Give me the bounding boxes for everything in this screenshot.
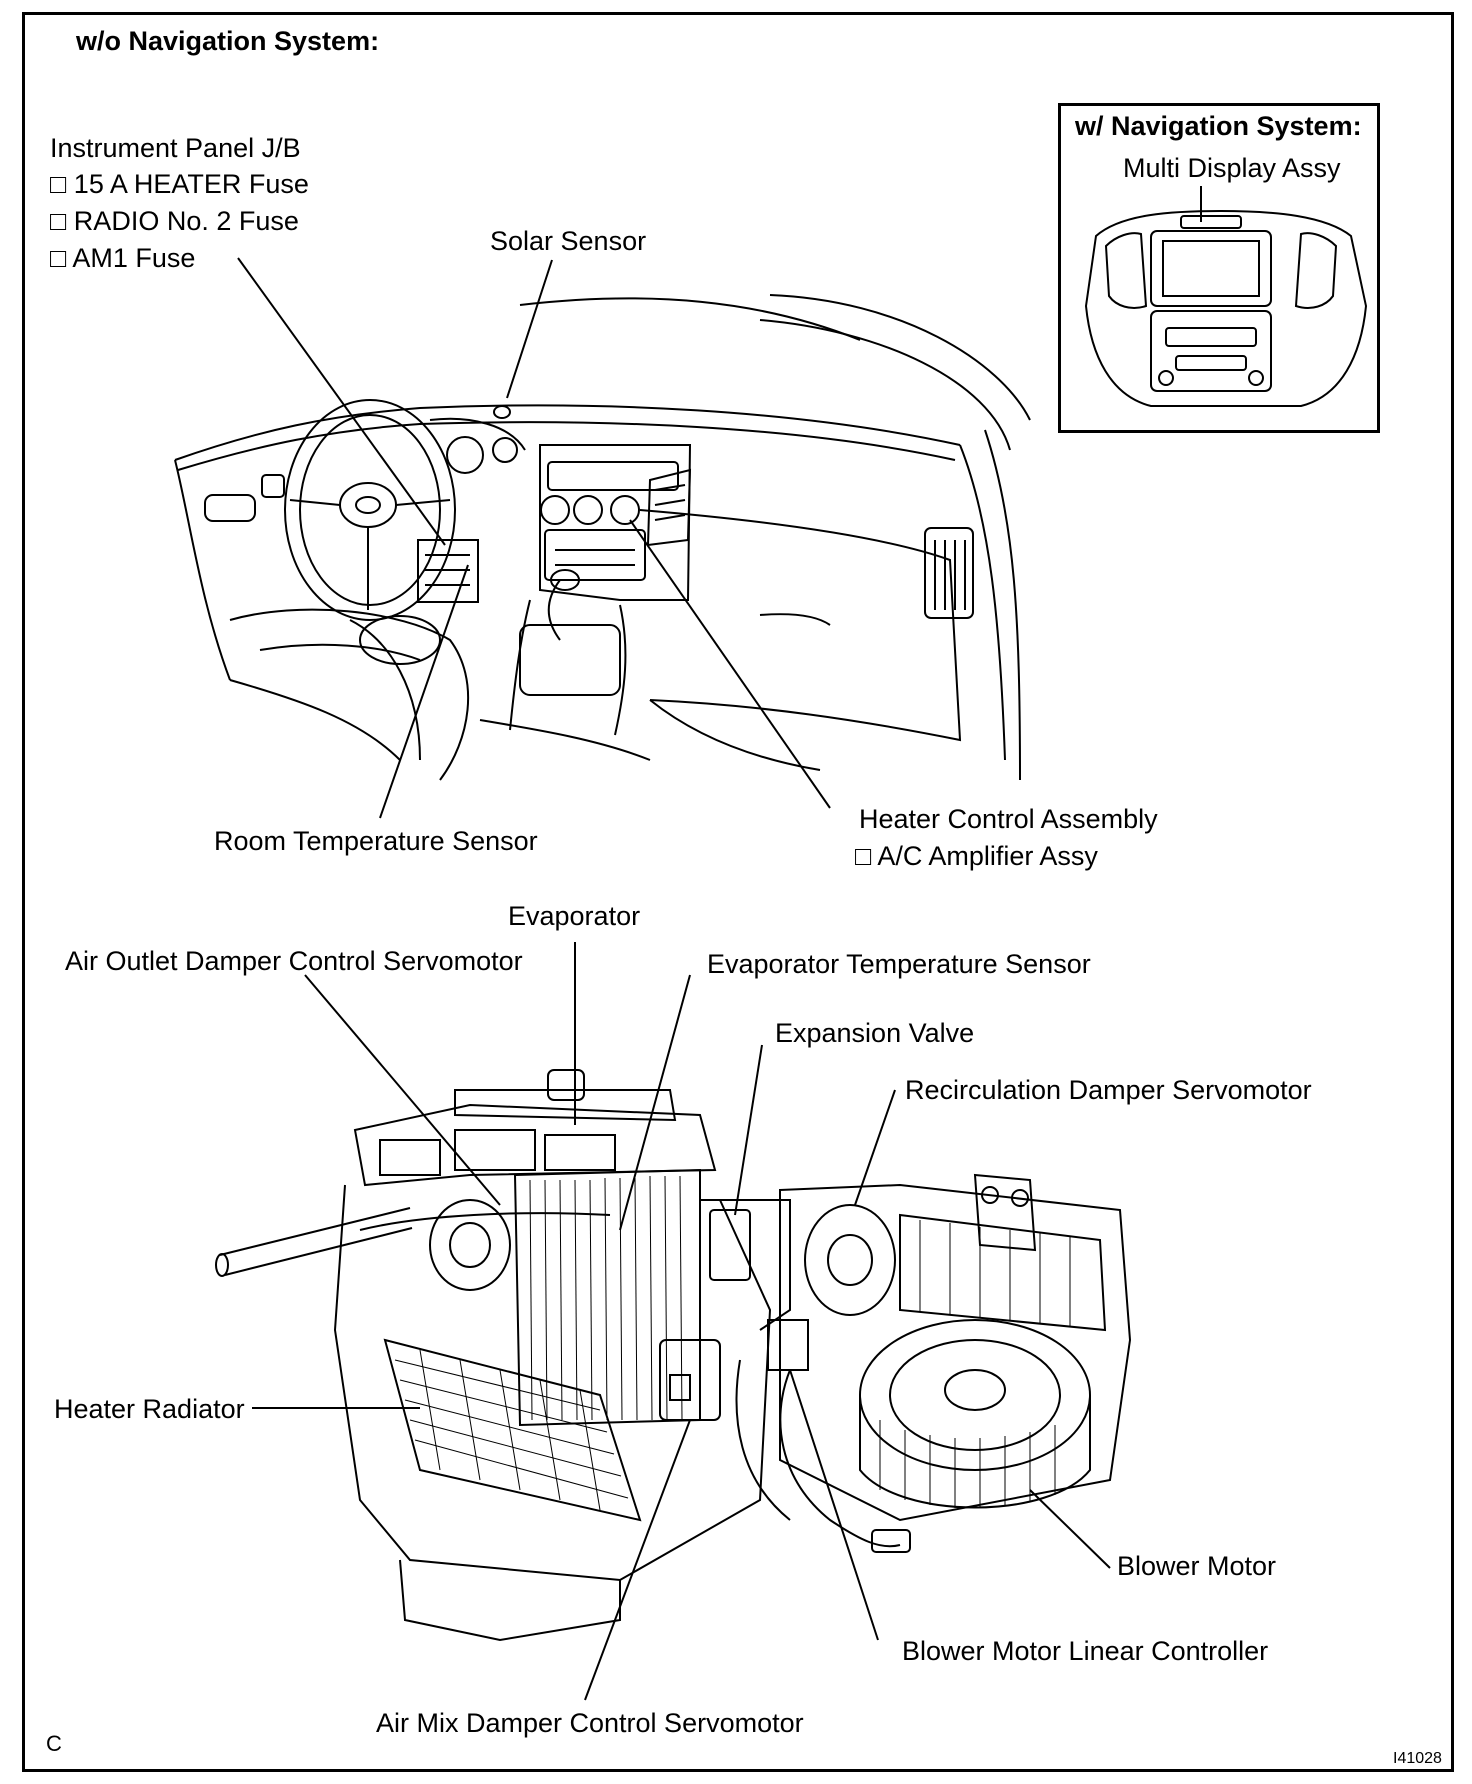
heater-fuse-label: □ 15 A HEATER Fuse — [50, 169, 309, 199]
solar-sensor-label: Solar Sensor — [490, 226, 647, 256]
instrument-panel-jb-label: Instrument Panel J/B — [50, 133, 301, 163]
heater-radiator-label: Heater Radiator — [54, 1394, 245, 1424]
heater-control-assembly-label: Heater Control Assembly — [859, 804, 1158, 834]
room-temperature-sensor-label: Room Temperature Sensor — [214, 826, 538, 856]
recirculation-damper-servomotor-label: Recirculation Damper Servomotor — [905, 1075, 1312, 1105]
page-heading: w/o Navigation System: — [76, 26, 380, 56]
figure-id: I41028 — [1393, 1750, 1442, 1767]
top-leader-lines — [237, 257, 831, 819]
expansion-valve-label: Expansion Valve — [775, 1018, 975, 1048]
dashboard-drawing — [174, 294, 1031, 781]
ac-amplifier-label: □ A/C Amplifier Assy — [855, 841, 1098, 871]
air-outlet-damper-servomotor-label: Air Outlet Damper Control Servomotor — [65, 946, 523, 976]
inset-heading: w/ Navigation System: — [1075, 111, 1362, 141]
radio-fuse-label: □ RADIO No. 2 Fuse — [50, 206, 299, 236]
blower-motor-linear-controller-label: Blower Motor Linear Controller — [902, 1636, 1269, 1666]
bottom-leader-lines — [252, 942, 1111, 1701]
evaporator-label: Evaporator — [508, 901, 641, 931]
hvac-unit-drawing — [215, 1069, 1132, 1642]
am1-fuse-label: □ AM1 Fuse — [50, 243, 196, 273]
blower-motor-label: Blower Motor — [1117, 1551, 1277, 1581]
figure-frame — [22, 12, 1454, 1772]
multi-display-assy-label: Multi Display Assy — [1123, 153, 1341, 183]
navigation-inset — [1058, 103, 1380, 433]
air-mix-damper-servomotor-label: Air Mix Damper Control Servomotor — [376, 1708, 804, 1738]
corner-code: C — [46, 1731, 62, 1756]
multi-display-drawing — [1084, 186, 1368, 407]
evaporator-temperature-sensor-label: Evaporator Temperature Sensor — [707, 949, 1091, 979]
